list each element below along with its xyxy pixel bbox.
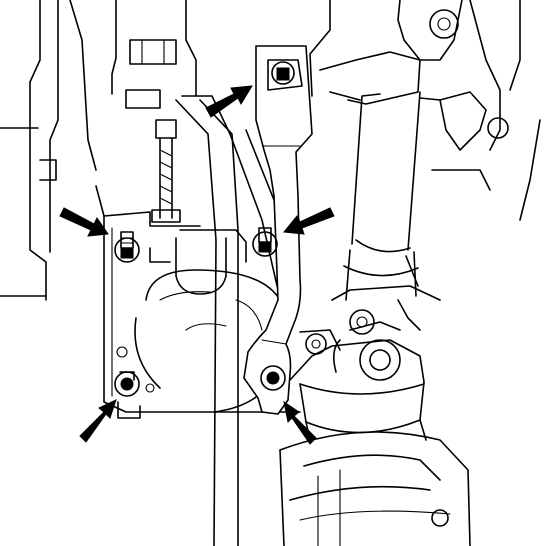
- lower-left-stud: [114, 371, 140, 397]
- lower-right-stud: [260, 365, 286, 391]
- left-housing: [0, 0, 97, 301]
- universal-joint: [299, 255, 441, 381]
- steering-column: [309, 0, 541, 301]
- support-bracket: [243, 45, 313, 415]
- arrow-to-bracket-bolt: [205, 85, 253, 118]
- lower-coupling: [279, 339, 471, 546]
- bolt-nut-icon: [114, 59, 303, 397]
- mounting-plate: [95, 185, 301, 419]
- upper-stud-assembly: [111, 0, 231, 223]
- bracket-bolt: [267, 59, 303, 91]
- upper-left-stud: [114, 231, 140, 263]
- arrow-to-upper-left-stud: [59, 207, 109, 237]
- arrow-to-upper-right-stud: [283, 207, 335, 235]
- arrow-to-lower-right-stud: [283, 400, 317, 445]
- arrow-to-lower-left-stud: [79, 399, 117, 443]
- arrow-icon: [59, 85, 335, 445]
- linkage-rods: [175, 99, 279, 546]
- upper-right-stud: [252, 227, 278, 257]
